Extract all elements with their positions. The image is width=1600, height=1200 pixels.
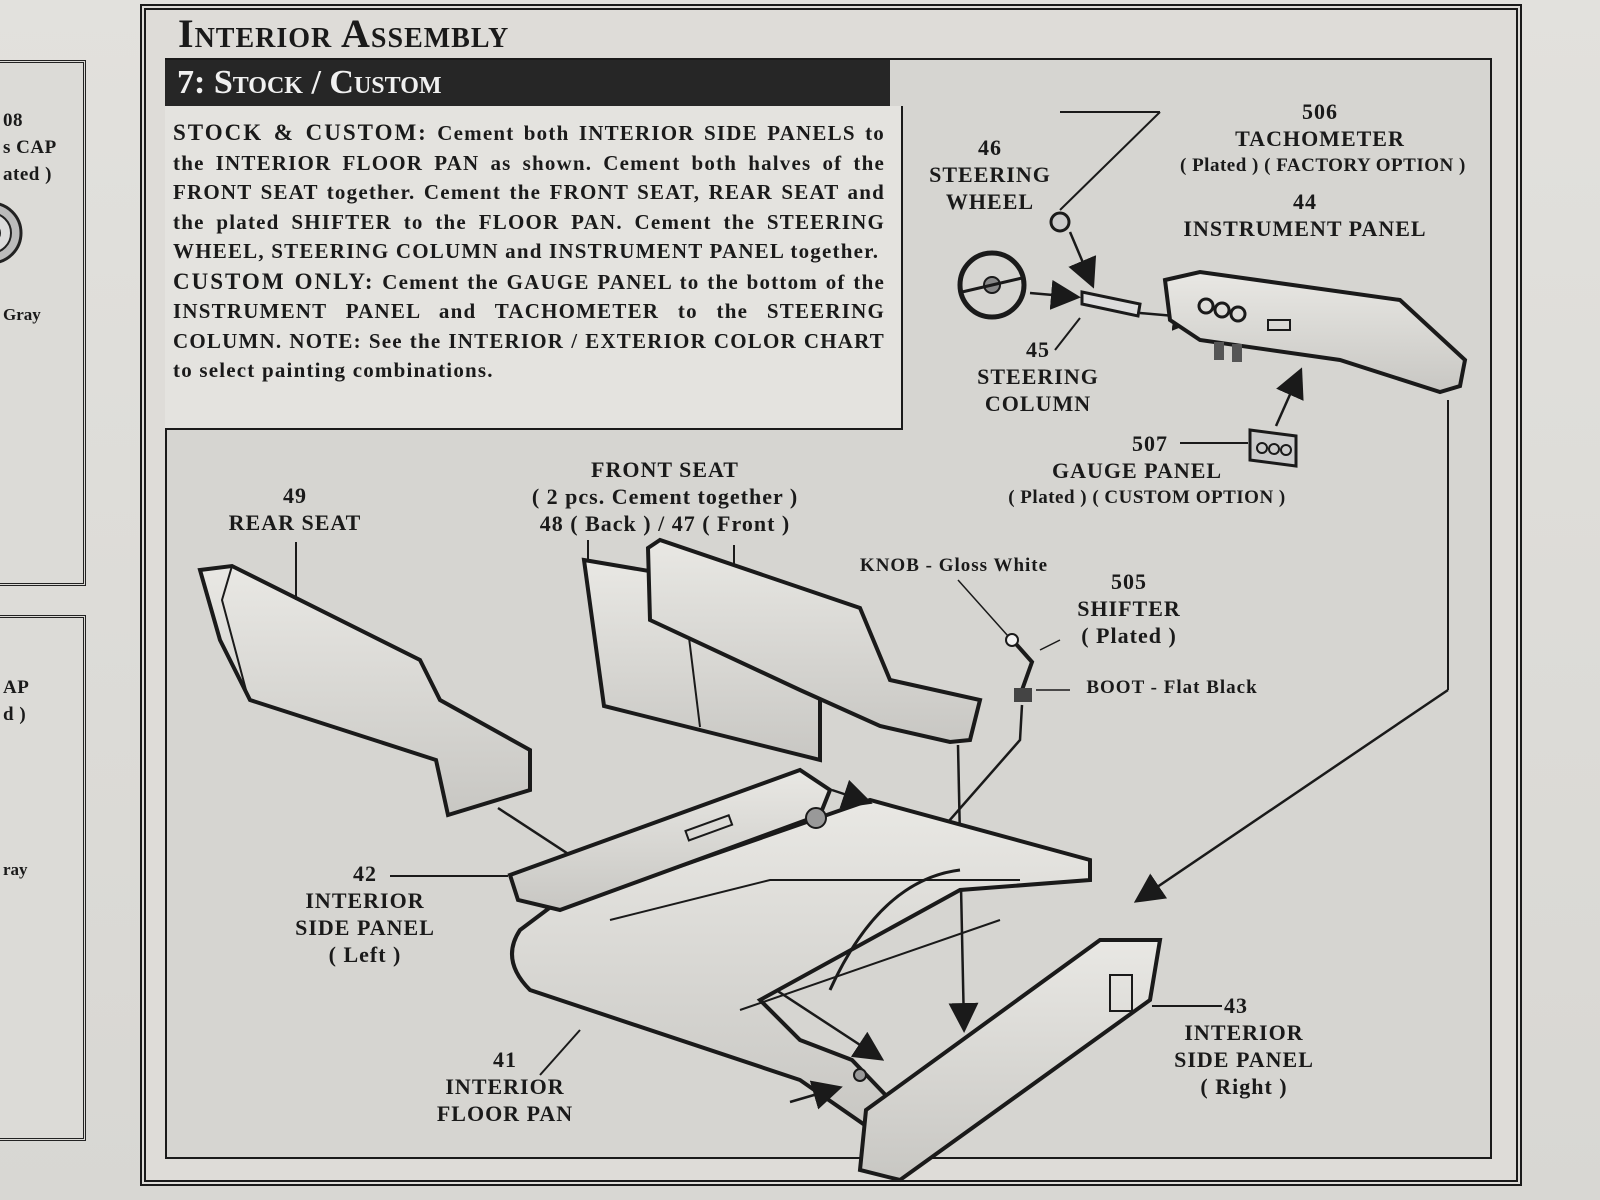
step-title: 7: Stock / Custom: [165, 60, 890, 106]
part-name: SIDE PANEL: [1174, 1047, 1314, 1072]
stock-heading: STOCK & CUSTOM:: [173, 120, 428, 145]
part-name: SHIFTER: [1077, 596, 1181, 621]
hubcap-icon: [0, 202, 23, 264]
boot-label: BOOT - Flat Black: [1086, 677, 1258, 698]
steering-wheel-label: 46 STEERING WHEEL: [920, 134, 1060, 215]
side-panel-right-part: [789, 938, 1222, 1183]
adjacent-line: d ): [3, 704, 27, 725]
adjacent-line: 08: [3, 110, 23, 131]
adjacent-label-top: 08 s CAP ated ): [3, 107, 57, 188]
steering-column-label: 45 STEERING COLUMN: [968, 336, 1108, 417]
side-panel-left-part: [390, 767, 873, 913]
part-name: INTERIOR: [305, 888, 425, 913]
part-note: ( Plated ) ( FACTORY OPTION ): [1180, 155, 1466, 176]
part-note: ( Right ): [1200, 1074, 1288, 1099]
part-note: ( 2 pcs. Cement together ): [531, 484, 799, 509]
part-number: 46: [978, 135, 1002, 160]
floor-pan-label: 41 INTERIOR FLOOR PAN: [425, 1046, 585, 1127]
part-number: 42: [353, 861, 377, 886]
part-name: TACHOMETER: [1235, 126, 1405, 151]
adjacent-line: ated ): [3, 164, 52, 185]
part-note: ( Plated ): [1081, 623, 1177, 648]
gauge-panel-label: 507 GAUGE PANEL ( Plated ) ( CUSTOM OPTI…: [972, 430, 1322, 511]
knob-label: KNOB - Gloss White: [859, 555, 1049, 576]
steering-wheel-part: [957, 250, 1027, 320]
adjacent-line: AP: [3, 677, 30, 698]
part-number: 49: [283, 483, 307, 508]
part-number: 507: [1132, 431, 1168, 456]
floor-pan-part: [510, 797, 1092, 1133]
stock-body: Cement both INTERIOR SIDE PANELS to the …: [173, 121, 885, 263]
part-note: ( Plated ) ( CUSTOM OPTION ): [1008, 487, 1286, 508]
instrument-panel-label: 44 INSTRUMENT PANEL: [1170, 188, 1440, 242]
instrument-panel-part: [1133, 269, 1468, 903]
part-name: GAUGE PANEL: [1052, 458, 1223, 483]
part-name: INTERIOR: [1184, 1020, 1304, 1045]
page-title: Interior Assembly: [178, 11, 510, 56]
part-note: 48 ( Back ) / 47 ( Front ): [539, 511, 791, 536]
custom-body: Cement the GAUGE PANEL to the bottom of …: [173, 269, 885, 383]
part-note: ( Left ): [328, 942, 402, 967]
part-name: STEERING: [929, 162, 1051, 187]
tachometer-label: 506 TACHOMETER ( Plated ) ( FACTORY OPTI…: [1180, 98, 1466, 179]
custom-instructions: CUSTOM ONLY: Cement the GAUGE PANEL to t…: [173, 267, 885, 386]
part-number: 41: [493, 1047, 517, 1072]
part-number: 43: [1224, 993, 1248, 1018]
part-number: 45: [1026, 337, 1050, 362]
part-number: 506: [1302, 99, 1338, 124]
adjacent-line: s CAP: [3, 137, 57, 158]
adjacent-color: ray: [3, 860, 28, 879]
part-name: REAR SEAT: [228, 510, 362, 535]
side-panel-left-label: 42 INTERIOR SIDE PANEL ( Left ): [285, 860, 445, 968]
adjacent-label-mid: AP d ): [3, 674, 29, 728]
part-name: INTERIOR: [445, 1074, 565, 1099]
stock-instructions: STOCK & CUSTOM: Cement both INTERIOR SID…: [173, 118, 885, 267]
adjacent-panel-bottom: AP d ) ray: [0, 615, 86, 1141]
part-name: COLUMN: [984, 391, 1092, 416]
front-seat-label: FRONT SEAT ( 2 pcs. Cement together ) 48…: [510, 456, 820, 537]
part-number: 44: [1293, 189, 1317, 214]
floor-pan-leader: [539, 1029, 581, 1076]
adjacent-page-column: 08 s CAP ated ) Gray AP d ) ray: [0, 0, 100, 1200]
part-name: INSTRUMENT PANEL: [1183, 216, 1427, 241]
gauge-panel-part: [1180, 367, 1304, 468]
part-name: SIDE PANEL: [295, 915, 435, 940]
part-name: FRONT SEAT: [591, 457, 739, 482]
tachometer-part: [1049, 111, 1161, 233]
custom-heading: CUSTOM ONLY:: [173, 268, 375, 294]
adjacent-panel-top: 08 s CAP ated ) Gray: [0, 60, 86, 586]
part-name: STEERING: [977, 364, 1099, 389]
shifter-label: 505 SHIFTER ( Plated ): [1064, 568, 1194, 649]
instructions-box: STOCK & CUSTOM: Cement both INTERIOR SID…: [165, 106, 903, 430]
adjacent-color: Gray: [3, 305, 41, 324]
part-number: 505: [1111, 569, 1147, 594]
part-name: WHEEL: [945, 189, 1035, 214]
side-panel-right-label: 43 INTERIOR SIDE PANEL ( Right ): [1164, 992, 1324, 1100]
rear-seat-label: 49 REAR SEAT: [205, 482, 385, 536]
part-name: FLOOR PAN: [436, 1101, 574, 1126]
